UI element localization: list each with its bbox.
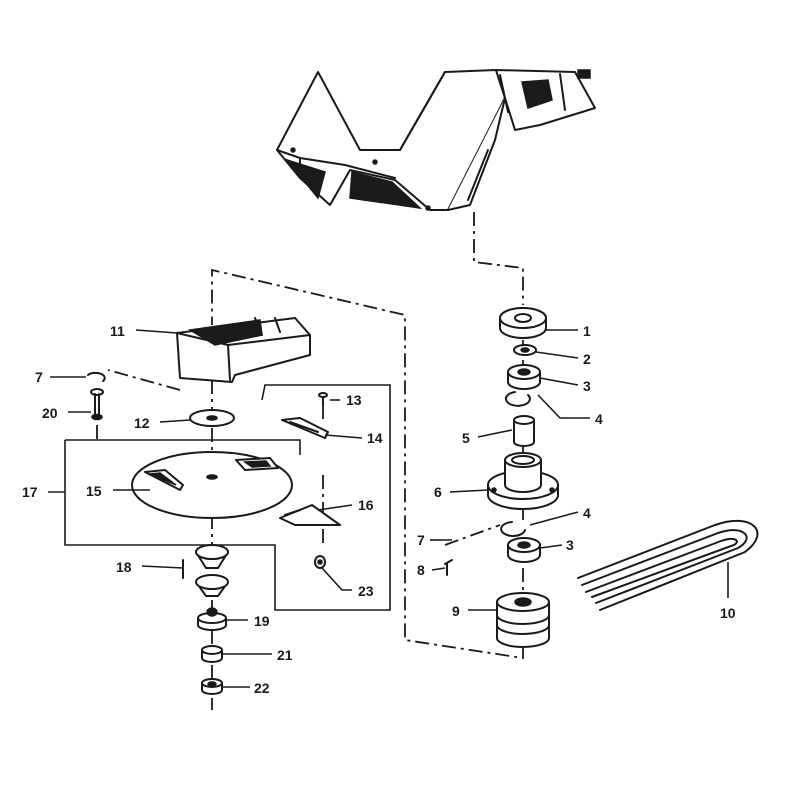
callout-5: 5 bbox=[462, 430, 470, 446]
part-9-drive-pulley bbox=[496, 592, 550, 648]
part-20-bolt-left bbox=[90, 388, 104, 421]
callout-2: 2 bbox=[583, 351, 591, 367]
part-18-hub-bushing bbox=[182, 544, 229, 597]
blade-assembly-bracket bbox=[64, 384, 391, 611]
callout-17: 17 bbox=[22, 484, 38, 500]
callout-13: 13 bbox=[346, 392, 362, 408]
part-23-nut bbox=[314, 555, 326, 569]
part-7-clip-left bbox=[87, 371, 106, 382]
part-15-cutting-disc bbox=[131, 451, 293, 519]
part-4-retaining-ring-lower bbox=[500, 521, 526, 537]
part-16-blade bbox=[279, 504, 341, 526]
callout-19: 19 bbox=[254, 613, 270, 629]
callout-18: 18 bbox=[116, 559, 132, 575]
part-3-pulley-hub-lower bbox=[507, 537, 541, 563]
part-4-retaining-ring-upper bbox=[504, 391, 531, 407]
part-6-spindle-housing bbox=[487, 452, 559, 510]
callout-labels: 1 2 3 4 5 6 4 3 7 8 9 10 11 7 20 12 13 1… bbox=[22, 323, 736, 696]
part-5-spacer-sleeve bbox=[513, 415, 535, 447]
callout-12: 12 bbox=[134, 415, 150, 431]
part-11-blade-housing bbox=[176, 317, 311, 383]
callout-4-lower: 4 bbox=[583, 505, 591, 521]
part-22-nut bbox=[201, 678, 223, 695]
callout-7-left: 7 bbox=[35, 369, 43, 385]
callout-7-right: 7 bbox=[417, 532, 425, 548]
part-2-washer bbox=[513, 344, 537, 356]
callout-3-lower: 3 bbox=[566, 537, 574, 553]
assembly-centerlines bbox=[96, 212, 524, 710]
callout-leaders bbox=[48, 329, 729, 688]
chute-housing bbox=[276, 69, 596, 211]
callout-4-upper: 4 bbox=[595, 411, 603, 427]
callout-9: 9 bbox=[452, 603, 460, 619]
callout-16: 16 bbox=[358, 497, 374, 513]
callout-22: 22 bbox=[254, 680, 270, 696]
callout-1: 1 bbox=[583, 323, 591, 339]
part-21-nut bbox=[201, 645, 223, 663]
part-8-bolt-right bbox=[444, 559, 453, 576]
part-10-drive-belt bbox=[577, 519, 759, 611]
part-12-washer bbox=[189, 409, 235, 427]
part-19-hub bbox=[197, 607, 227, 631]
callout-11: 11 bbox=[110, 323, 125, 339]
part-3-pulley-hub-upper bbox=[507, 364, 541, 390]
callout-14: 14 bbox=[367, 430, 383, 446]
callout-3-upper: 3 bbox=[583, 378, 591, 394]
part-13-screw bbox=[318, 392, 328, 406]
callout-8: 8 bbox=[417, 562, 425, 578]
part-14-blade bbox=[281, 417, 329, 439]
callout-15: 15 bbox=[86, 483, 102, 499]
callout-10: 10 bbox=[720, 605, 736, 621]
callout-23: 23 bbox=[358, 583, 374, 599]
part-1-bearing bbox=[499, 307, 547, 339]
callout-6: 6 bbox=[434, 484, 442, 500]
callout-20: 20 bbox=[42, 405, 58, 421]
callout-21: 21 bbox=[277, 647, 293, 663]
